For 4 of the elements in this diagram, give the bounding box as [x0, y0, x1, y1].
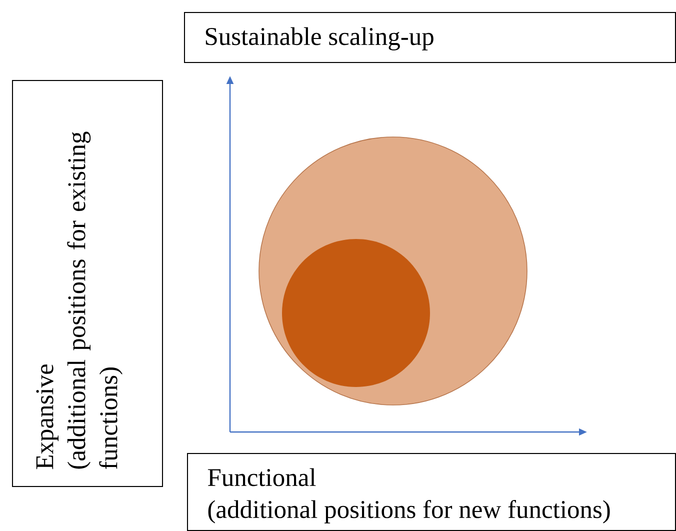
circle: [282, 239, 430, 387]
label-box: Functional (additional positions for new functions): [187, 453, 676, 531]
label-box: Sustainable scaling-up: [184, 12, 676, 63]
label-box: Expansive (additional positions for existing functions): [12, 80, 163, 487]
